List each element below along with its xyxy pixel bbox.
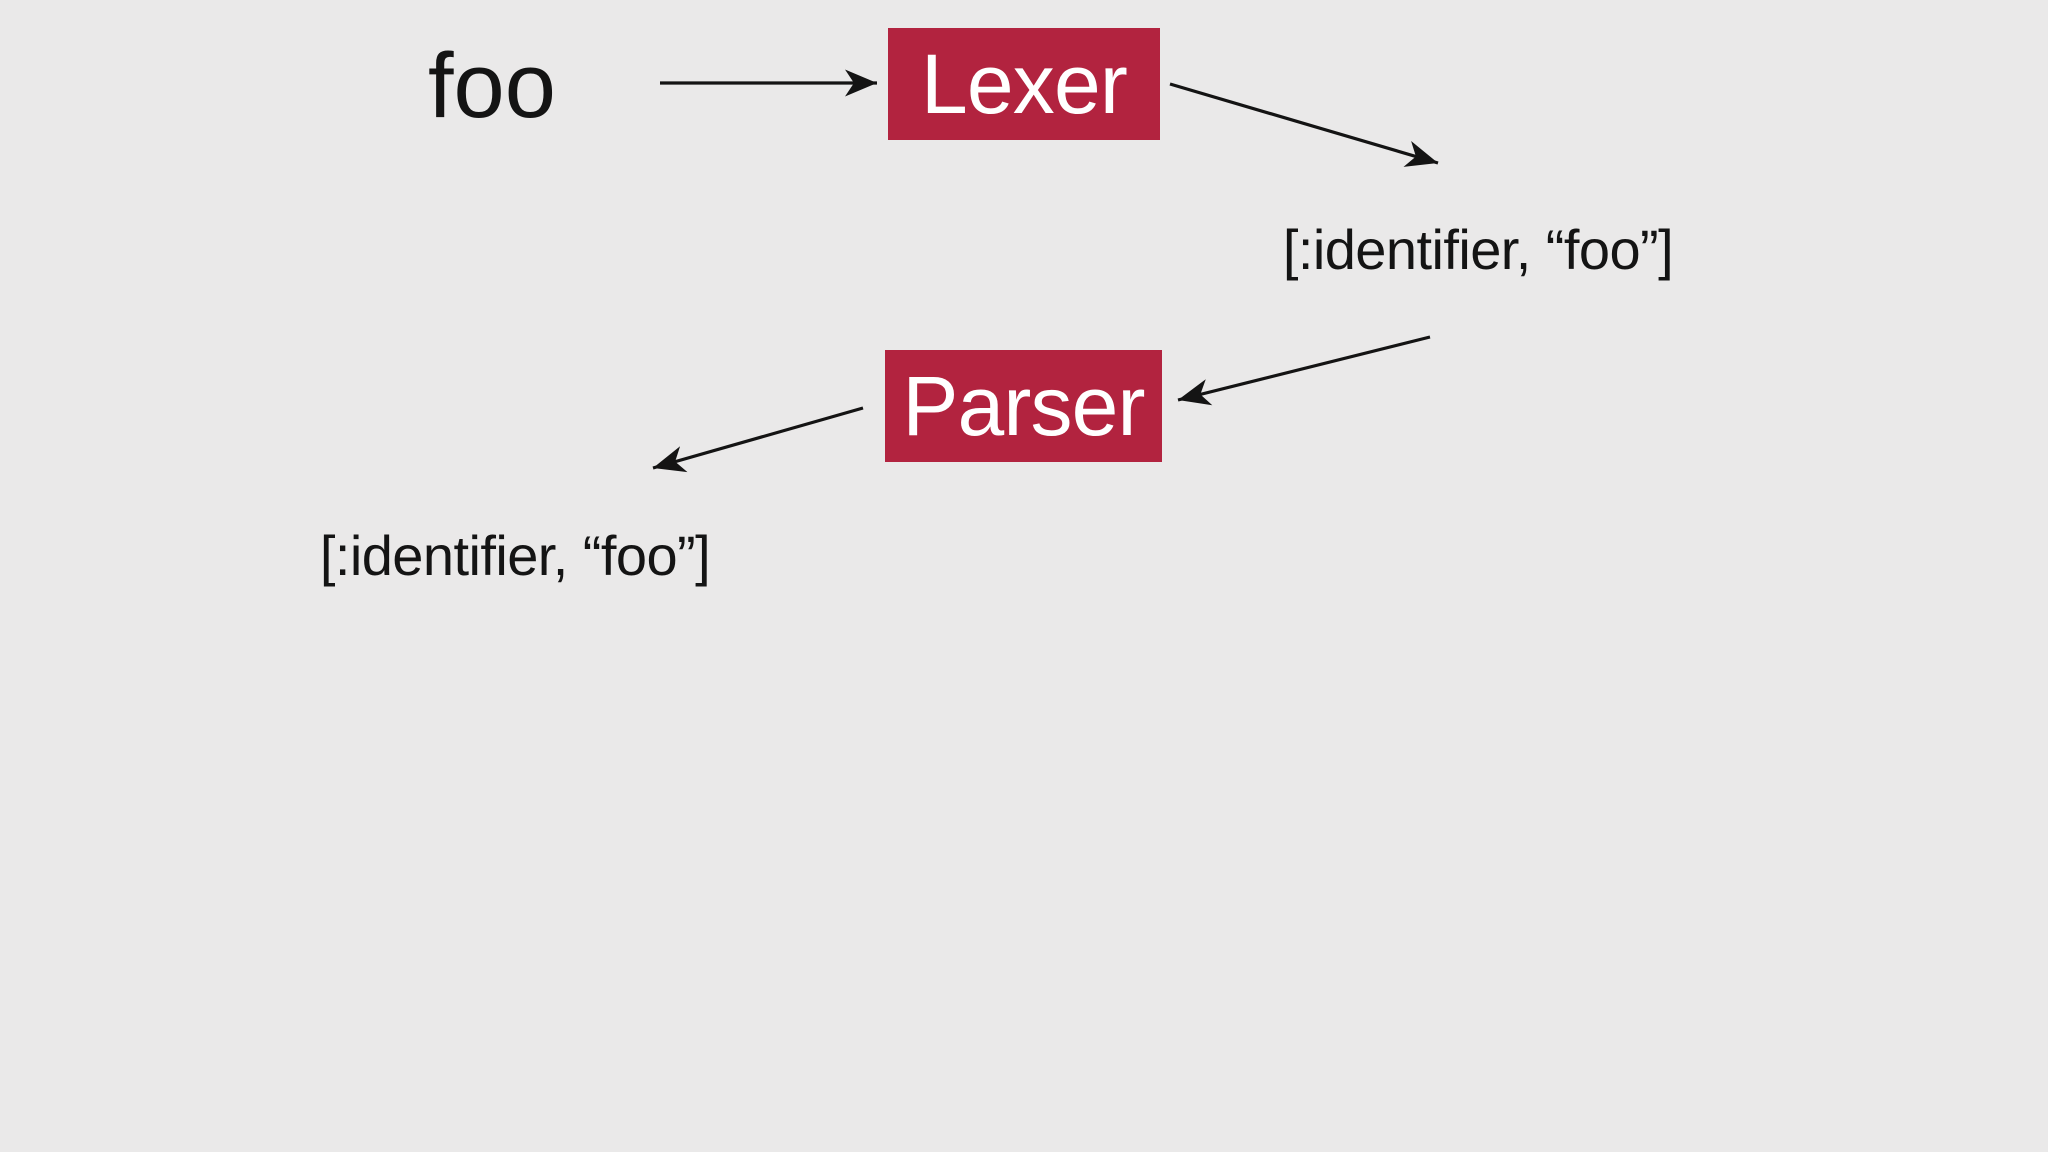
input-text: foo bbox=[428, 35, 556, 137]
arrow-lexer-to-tokens bbox=[1169, 82, 1439, 167]
parser-box-label: Parser bbox=[902, 359, 1145, 453]
lexer-output-text: [:identifier, “foo”] bbox=[1282, 218, 1674, 281]
arrow-parser-to-output bbox=[652, 406, 864, 473]
lexer-box-label: Lexer bbox=[921, 37, 1128, 131]
parser-output-text: [:identifier, “foo”] bbox=[319, 524, 711, 587]
arrow-tokens-to-parser bbox=[1177, 335, 1431, 406]
lexer-box: Lexer bbox=[888, 28, 1160, 140]
parser-box: Parser bbox=[885, 350, 1162, 462]
